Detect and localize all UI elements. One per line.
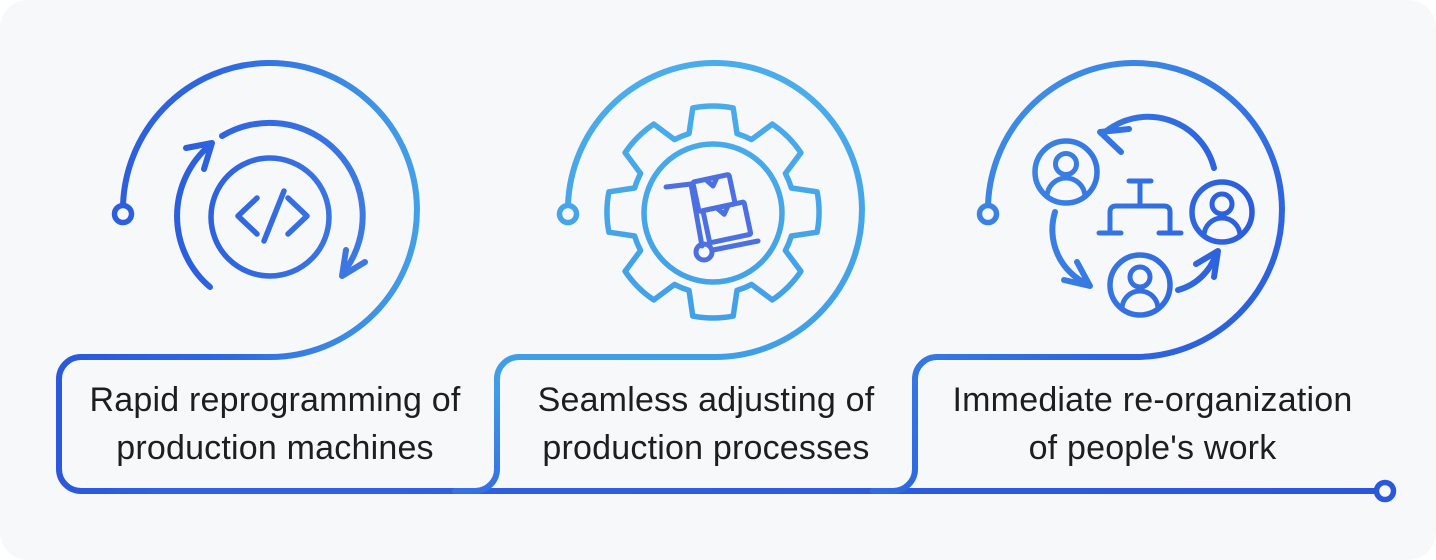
person-head: [1127, 264, 1153, 290]
gear-outline: [604, 103, 822, 321]
spiral-line-3: [870, 60, 1285, 494]
gear-inner-circle: [641, 141, 785, 285]
box-lower: [700, 199, 754, 246]
cycle-arrow-top: [1101, 113, 1217, 171]
people-cycle-icon: [1032, 113, 1255, 318]
spiral-line-2: [452, 60, 865, 494]
feature-label-line: Rapid reprogramming of: [89, 381, 461, 419]
line-start-dot-3: [976, 202, 1000, 226]
code-sync-icon: [174, 119, 368, 290]
box-upper-notch: [702, 174, 720, 189]
line-end-dot: [1373, 479, 1397, 503]
person-avatar-right: [1189, 179, 1255, 245]
feature-label-line: of people's work: [1028, 429, 1277, 467]
person-avatar-top-left: [1032, 138, 1100, 206]
chevron-left-glyph: [235, 195, 260, 237]
feature-label-line: Immediate re-organization: [952, 381, 1353, 419]
spiral-line-1: [56, 60, 420, 494]
gear-cart-icon: [604, 103, 822, 321]
cycle-arrowhead-top: [1097, 126, 1132, 155]
person-shoulders: [1044, 175, 1088, 200]
person-head: [1053, 151, 1079, 177]
org-chart-glyph: [1096, 178, 1184, 236]
feature-label-reprogramming: Rapid reprogramming of production machin…: [70, 362, 480, 486]
code-circle: [208, 155, 332, 279]
handtruck-icon: [663, 172, 761, 263]
cycle-arrowhead-left: [1061, 259, 1093, 289]
slash-glyph: [261, 188, 287, 244]
feature-label-line: production processes: [542, 429, 870, 467]
chevron-right-glyph: [285, 195, 310, 237]
feature-label-line: Seamless adjusting of: [537, 381, 875, 419]
handtruck-handle: [663, 181, 694, 190]
line-start-dot-1: [111, 202, 135, 226]
cycle-arrow-right: [1175, 251, 1219, 293]
sync-arc-right: [219, 119, 366, 272]
person-shoulders: [1201, 215, 1243, 239]
org-frame: [1107, 203, 1173, 236]
sync-arrowhead-bottom: [339, 247, 368, 279]
handtruck-toe-plate: [710, 238, 761, 253]
cycle-arrowhead-right: [1193, 248, 1221, 280]
feature-label-reorganization: Immediate re-organization of people's wo…: [925, 362, 1380, 486]
person-avatar-bottom: [1107, 252, 1173, 318]
box-lower-notch: [714, 202, 731, 217]
person-head: [1209, 191, 1235, 217]
feature-label-adjusting: Seamless adjusting of production process…: [505, 362, 907, 486]
sync-arc-left: [174, 142, 213, 290]
cycle-arrow-left: [1049, 209, 1090, 287]
handtruck-wheel: [693, 241, 715, 263]
person-shoulders: [1119, 288, 1161, 312]
sync-arrowhead-top: [183, 140, 215, 172]
feature-label-line: production machines: [116, 429, 434, 467]
handtruck-boxes: [690, 172, 754, 246]
line-start-dot-2: [556, 202, 580, 226]
